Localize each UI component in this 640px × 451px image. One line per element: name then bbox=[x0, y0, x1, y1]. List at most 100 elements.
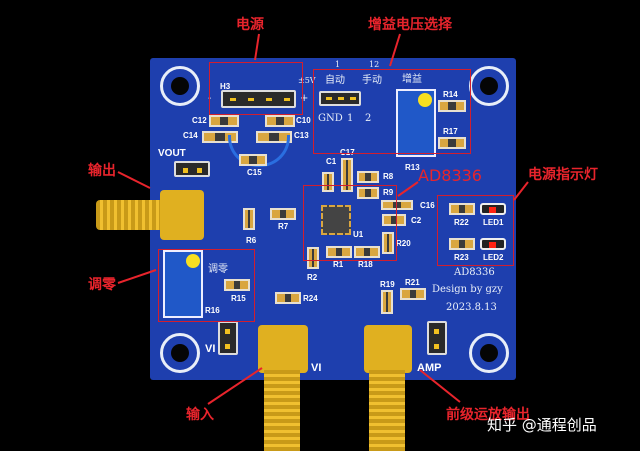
arrow-preamp bbox=[419, 369, 461, 403]
silk-c15: C15 bbox=[247, 168, 262, 177]
silk-r23: R23 bbox=[454, 253, 469, 262]
resistor-r9 bbox=[357, 187, 379, 199]
led1 bbox=[480, 203, 506, 215]
mounting-hole bbox=[160, 66, 200, 106]
silk-c17: C17 bbox=[340, 148, 355, 157]
silk-r9: R9 bbox=[383, 188, 394, 197]
silk-vout: VOUT bbox=[158, 148, 186, 159]
vi-header bbox=[218, 321, 238, 355]
silk-auto: 自动 bbox=[325, 75, 345, 86]
sma-input-connector bbox=[264, 370, 300, 451]
arrow-led bbox=[513, 181, 529, 201]
resistor-r7 bbox=[270, 208, 296, 220]
silk-r24: R24 bbox=[303, 294, 318, 303]
amp-header bbox=[427, 321, 447, 355]
silk-one: 1 bbox=[347, 113, 354, 124]
arrow-gain bbox=[389, 33, 401, 67]
zero-highlight-box bbox=[158, 249, 255, 322]
resistor-r1 bbox=[326, 246, 352, 258]
silk-r6: R6 bbox=[246, 236, 257, 245]
silk-r17: R17 bbox=[443, 127, 458, 136]
silk-c14: C14 bbox=[183, 131, 198, 140]
potentiometer-r16 bbox=[163, 250, 203, 318]
resistor-r19 bbox=[381, 290, 393, 314]
resistor-r14 bbox=[438, 100, 466, 112]
sma-amp-body bbox=[364, 325, 412, 373]
arrow-input bbox=[207, 367, 263, 405]
silk-c16: C16 bbox=[420, 201, 435, 210]
arrow-chip bbox=[397, 181, 419, 197]
resistor-r15 bbox=[224, 279, 250, 291]
silk-h3: H3 bbox=[220, 82, 231, 91]
silk-r2: R2 bbox=[307, 273, 318, 282]
arrow-power bbox=[254, 33, 260, 61]
silk-c1: C1 bbox=[326, 157, 337, 166]
resistor-r24 bbox=[275, 292, 301, 304]
silk-c12: C12 bbox=[192, 116, 207, 125]
sma-input-body bbox=[258, 325, 308, 373]
label-power-led: 电源指示灯 bbox=[528, 167, 598, 183]
capacitor-c15 bbox=[239, 154, 267, 166]
resistor-r2 bbox=[307, 247, 319, 269]
vout-header bbox=[174, 161, 210, 177]
capacitor-c10 bbox=[265, 115, 295, 127]
silk-date: 2023.8.13 bbox=[446, 302, 497, 313]
silk-r19: R19 bbox=[380, 280, 395, 289]
capacitor-c12 bbox=[209, 115, 239, 127]
silk-led1: LED1 bbox=[483, 218, 504, 227]
label-chip: AD8336 bbox=[418, 166, 482, 185]
silk-gain: 增益 bbox=[402, 74, 422, 85]
sma-amp-connector bbox=[369, 370, 405, 451]
led-highlight-box bbox=[437, 195, 514, 266]
arrow-output bbox=[117, 171, 151, 189]
capacitor-c17 bbox=[341, 158, 353, 192]
silk-r8: R8 bbox=[383, 172, 394, 181]
silk-r20: R20 bbox=[396, 239, 411, 248]
silk-r18: R18 bbox=[358, 260, 373, 269]
silk-1: 1 bbox=[335, 60, 341, 69]
label-output: 输出 bbox=[88, 163, 116, 179]
sma-output-body bbox=[160, 190, 204, 240]
potentiometer-r13 bbox=[396, 89, 436, 157]
silk-design: Design by gzy bbox=[432, 284, 503, 295]
resistor-r8 bbox=[357, 171, 379, 183]
resistor-r6 bbox=[243, 208, 255, 230]
chip-highlight-box bbox=[303, 185, 397, 261]
silk-gnd: GND bbox=[318, 113, 343, 124]
silk-r16: R16 bbox=[205, 306, 220, 315]
power-header bbox=[221, 90, 296, 108]
silk-manual: 手动 bbox=[362, 75, 382, 86]
silk-plus: + bbox=[300, 93, 309, 104]
mounting-hole bbox=[160, 333, 200, 373]
resistor-r21 bbox=[400, 288, 426, 300]
led2 bbox=[480, 238, 506, 250]
sma-output-connector bbox=[96, 200, 166, 230]
label-gain-select: 增益电压选择 bbox=[368, 17, 452, 33]
silk-r15: R15 bbox=[231, 294, 246, 303]
silk-led2: LED2 bbox=[483, 253, 504, 262]
resistor-r20 bbox=[382, 232, 394, 254]
capacitor-c16 bbox=[381, 200, 413, 210]
label-zero-adjust: 调零 bbox=[88, 277, 116, 293]
silk-c13: C13 bbox=[294, 131, 309, 140]
silk-c10: C10 bbox=[296, 116, 311, 125]
resistor-r22 bbox=[449, 203, 475, 215]
silk-vi2: VI bbox=[311, 362, 322, 374]
silk-r14: R14 bbox=[443, 90, 458, 99]
silk-12: 12 bbox=[369, 60, 380, 69]
gain-mode-jumper bbox=[319, 91, 361, 106]
silk-board-name: AD8336 bbox=[454, 267, 495, 278]
label-power: 电源 bbox=[236, 17, 264, 33]
label-preamp-output: 前级运放输出 bbox=[446, 407, 530, 423]
silk-r22: R22 bbox=[454, 218, 469, 227]
silk-r7: R7 bbox=[278, 222, 289, 231]
silk-r13: R13 bbox=[405, 163, 420, 172]
resistor-r18 bbox=[354, 246, 380, 258]
gain-highlight-box bbox=[313, 69, 471, 154]
silk-two: 2 bbox=[365, 113, 372, 124]
mounting-hole bbox=[469, 333, 509, 373]
silk-zero: 调零 bbox=[208, 264, 228, 275]
silk-c2: C2 bbox=[411, 216, 422, 225]
resistor-r23 bbox=[449, 238, 475, 250]
power-highlight-box bbox=[209, 62, 303, 115]
